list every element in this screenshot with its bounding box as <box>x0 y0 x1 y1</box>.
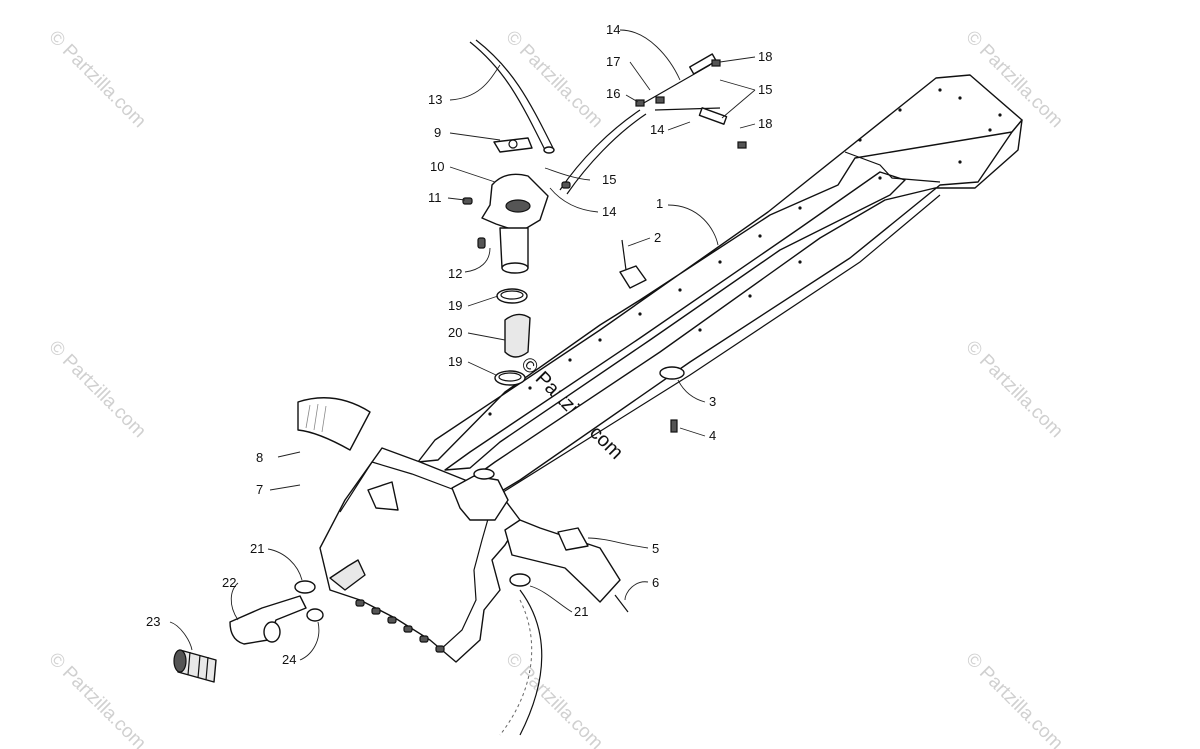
rail-middle <box>444 171 906 471</box>
callout-3: 3 <box>709 394 716 409</box>
callouts: 1 2 3 4 5 6 7 8 9 10 11 12 13 14 14 14 1… <box>146 22 772 667</box>
callout-15-upper: 15 <box>758 82 772 97</box>
thermostat-housing <box>481 173 549 274</box>
callout-9: 9 <box>434 125 441 140</box>
elbow-22-end <box>263 621 281 643</box>
callout-22: 22 <box>222 575 236 590</box>
watermark-top-center: © Partzilla.com <box>501 27 606 132</box>
callout-12: 12 <box>448 266 462 281</box>
vent-cap-18-upper <box>711 59 721 67</box>
outlet-elbow <box>329 559 366 591</box>
watermark-bottom-right: © Partzilla.com <box>961 649 1066 749</box>
callout-13: 13 <box>428 92 442 107</box>
clamp-21-left <box>294 580 316 594</box>
rail-divider <box>844 151 941 183</box>
callout-24: 24 <box>282 652 296 667</box>
callout-8: 8 <box>256 450 263 465</box>
gasket-hole <box>508 139 518 149</box>
hose-20 <box>504 313 531 358</box>
callout-2: 2 <box>654 230 661 245</box>
callout-15-lower: 15 <box>602 172 616 187</box>
watermark-mid-right: © Partzilla.com <box>961 337 1066 442</box>
callout-14-top: 14 <box>606 22 620 37</box>
callout-1: 1 <box>656 196 663 211</box>
coupler-23-end <box>173 649 187 673</box>
pin-2 <box>621 239 627 271</box>
callout-6: 6 <box>652 575 659 590</box>
callout-18-upper: 18 <box>758 49 772 64</box>
bolt-4 <box>670 419 678 433</box>
coupler-23 <box>173 649 217 683</box>
hose-15-lower-a <box>559 109 641 191</box>
rail-lower <box>469 119 1023 493</box>
outlet-fitting-top <box>473 468 495 480</box>
vent-assembly <box>635 53 747 149</box>
leader-lines <box>169 29 756 661</box>
housing-cap <box>505 199 531 213</box>
vent-tube-lower <box>698 107 728 125</box>
hose-13 <box>469 41 546 151</box>
callout-7: 7 <box>256 482 263 497</box>
watermark-top-left: © Partzilla.com <box>44 27 149 132</box>
washer-3 <box>659 366 685 380</box>
callout-21-right: 21 <box>574 604 588 619</box>
callout-11: 11 <box>428 190 442 205</box>
callout-23: 23 <box>146 614 160 629</box>
elbow-22 <box>229 595 307 645</box>
front-exchanger-slots <box>355 599 445 653</box>
rail-lower-edge <box>499 194 941 495</box>
callout-16: 16 <box>606 86 620 101</box>
plate-5 <box>557 527 589 551</box>
clamp-21-right <box>509 573 531 587</box>
coolant-hose-dashed <box>499 599 533 736</box>
bolt-11 <box>462 197 473 205</box>
watermark-mid-left: © Partzilla.com <box>44 337 149 442</box>
callout-5: 5 <box>652 541 659 556</box>
vent-tube-upper <box>689 53 717 75</box>
hose-13-edge <box>475 39 554 149</box>
heat-shield-hatch <box>305 403 327 433</box>
vent-cap-18-lower <box>737 141 747 149</box>
callout-10: 10 <box>430 159 444 174</box>
heat-exchanger-rails <box>417 74 1023 495</box>
hose-13-clamp <box>543 146 555 154</box>
vent-clamp-17 <box>655 96 665 104</box>
callout-21-left: 21 <box>250 541 264 556</box>
callout-17: 17 <box>606 54 620 69</box>
clamp-19-upper-inner <box>500 290 524 300</box>
rail-upper <box>417 74 1023 463</box>
vent-line-b <box>654 107 721 111</box>
watermark-bottom-center: © Partzilla.com <box>501 649 606 749</box>
callout-14-mid: 14 <box>650 122 664 137</box>
watermark-bottom-left: © Partzilla.com <box>44 649 149 749</box>
screw-6 <box>614 594 629 613</box>
clamp-19-lower-inner <box>498 372 522 382</box>
plate-2 <box>619 265 647 289</box>
front-exchanger-inner <box>339 461 491 651</box>
gasket-9 <box>493 137 533 153</box>
callout-4: 4 <box>709 428 716 443</box>
bracket-7 <box>367 481 399 511</box>
callout-18-lower: 18 <box>758 116 772 131</box>
coolant-hose <box>519 589 543 736</box>
callout-19-lower: 19 <box>448 354 462 369</box>
callout-19-upper: 19 <box>448 298 462 313</box>
bolt-12 <box>477 237 486 249</box>
clamp-24 <box>306 608 324 622</box>
mount-bracket <box>504 519 621 603</box>
vent-clamp-16 <box>635 99 645 107</box>
callout-14-lower: 14 <box>602 204 616 219</box>
hose-15-lower-b <box>566 113 647 195</box>
housing-neck-end <box>501 262 529 274</box>
rail-rivets <box>488 88 1002 416</box>
hose-clamp-14-lower <box>561 181 571 189</box>
callout-20: 20 <box>448 325 462 340</box>
heat-shield-8 <box>297 397 371 451</box>
small-parts <box>614 239 685 613</box>
